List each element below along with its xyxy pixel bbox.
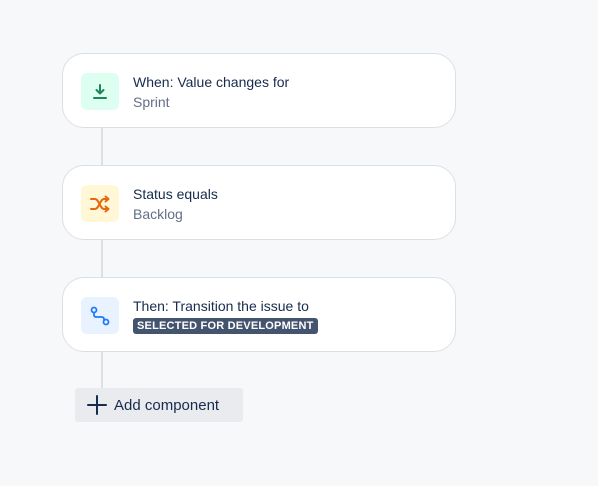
transition-icon [81, 297, 119, 334]
shuffle-icon [81, 185, 119, 222]
plus-icon [86, 394, 108, 416]
connector-line [101, 128, 103, 165]
trigger-card[interactable]: When: Value changes for Sprint [62, 53, 456, 128]
add-component-label: Add component [114, 396, 220, 414]
connector-line [101, 352, 103, 389]
trigger-field: Sprint [133, 94, 170, 110]
action-card[interactable]: Then: Transition the issue to SELECTED F… [62, 277, 456, 352]
connector-line [101, 240, 103, 277]
add-component-button[interactable]: Add component [75, 388, 243, 422]
condition-card[interactable]: Status equals Backlog [62, 165, 456, 240]
value-change-icon [81, 73, 119, 110]
trigger-title: When: Value changes for [133, 74, 290, 90]
status-lozenge: SELECTED FOR DEVELOPMENT [133, 318, 318, 334]
condition-title: Status equals [133, 186, 218, 202]
action-title: Then: Transition the issue to [133, 298, 309, 314]
condition-value: Backlog [133, 206, 183, 222]
